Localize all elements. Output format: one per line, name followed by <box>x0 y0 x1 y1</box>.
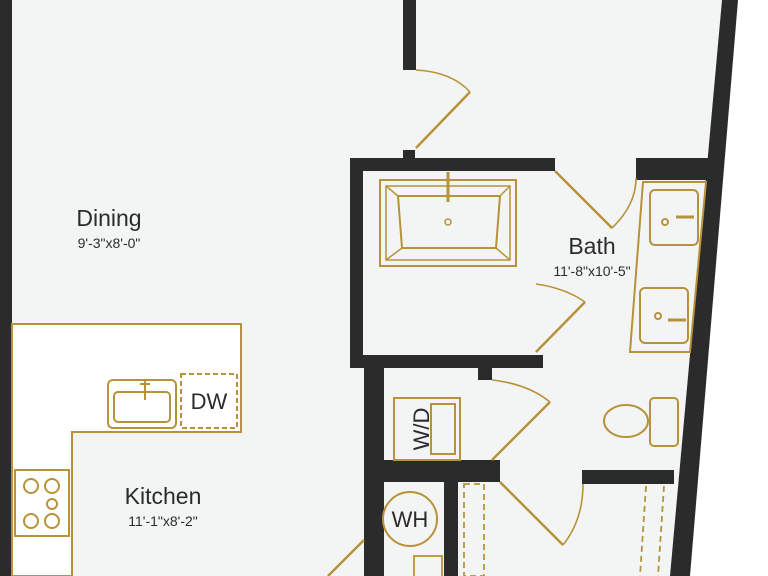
walls <box>0 0 738 576</box>
laundry-door-swing <box>491 379 551 403</box>
bath-room-name: Bath <box>568 233 615 259</box>
tub-bottom-wall <box>350 355 543 368</box>
bath-inner-door-swing <box>535 283 586 303</box>
bedroom-wall-stub <box>403 0 416 70</box>
sink-icon <box>639 287 689 344</box>
bath-room-dimensions: 11'-8"x10'-5" <box>553 263 630 279</box>
laundry-left-wall <box>364 368 384 576</box>
bedroom-door-swing <box>415 69 471 93</box>
left-exterior-wall <box>0 0 12 576</box>
washer-dryer-label: W/D <box>409 408 434 451</box>
vanity <box>628 181 708 353</box>
dining-room-dimensions: 9'-3"x8'-0" <box>78 235 141 251</box>
washer-dryer <box>393 397 461 461</box>
closet-door-swing <box>562 483 584 546</box>
cooktop-icon <box>14 469 70 537</box>
sink-icon <box>649 189 699 246</box>
water-heater-label: WH <box>392 507 429 532</box>
bathtub <box>379 172 517 267</box>
kitchen-room-name: Kitchen <box>125 483 202 509</box>
bath-top-wall-notch <box>403 150 415 160</box>
bedroom-door-leaf <box>415 91 471 149</box>
doors <box>327 69 637 576</box>
right-exterior-wall <box>670 0 738 576</box>
kitchen-door-leaf <box>327 539 365 576</box>
bath-door-leaf <box>554 170 613 229</box>
closet-door-leaf <box>499 481 564 546</box>
kitchen-sink-icon <box>107 379 177 429</box>
kitchen-room-dimensions: 11'-1"x8'-2" <box>128 513 198 529</box>
water-heater-icon <box>382 491 438 547</box>
laundry-bottom-post <box>478 460 500 472</box>
laundry-bottom-wall <box>384 460 500 482</box>
dishwasher-outline <box>180 373 238 429</box>
dining-room-name: Dining <box>76 205 141 231</box>
bath-door-swing <box>611 177 637 229</box>
dishwasher-label: DW <box>191 389 228 414</box>
vanity-top-wall <box>636 158 718 180</box>
closet-divider-wall <box>444 482 458 576</box>
bath-top-wall <box>350 158 555 171</box>
lower-closet-top-wall <box>582 470 674 484</box>
bath-left-wall <box>350 158 363 368</box>
laundry-door-leaf <box>491 401 551 461</box>
toilet-icon <box>603 397 679 447</box>
exterior-area <box>690 0 768 576</box>
closet-shelves <box>413 483 665 576</box>
tub-drain <box>444 218 452 226</box>
laundry-top-post <box>478 368 492 380</box>
bath-inner-door-leaf <box>535 301 586 353</box>
